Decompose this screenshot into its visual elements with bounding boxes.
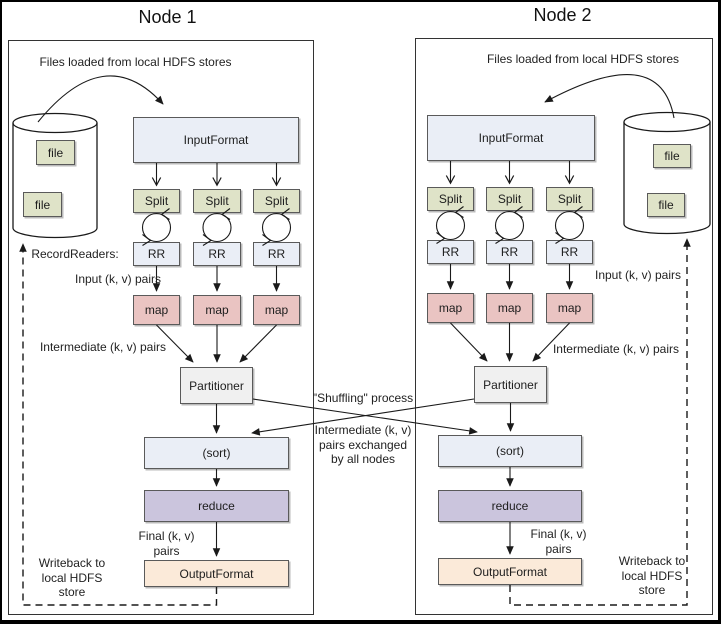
node1-reduce-box: reduce (144, 490, 289, 522)
node1-intermediate-pairs-label: Intermediate (k, v) pairs (39, 340, 167, 354)
node2-map-box: map (427, 293, 474, 323)
node2-final-pairs-label: Final (k, v) pairs (530, 527, 587, 556)
shuffling-process-label: "Shuffling" process (312, 391, 414, 405)
node1-writeback-label: Writeback to local HDFS store (38, 556, 106, 600)
node2-split-box: Split (427, 187, 474, 211)
node2-panel (415, 38, 713, 615)
node1-split-box: Split (193, 189, 241, 213)
pairs-exchanged-label: Intermediate (k, v) pairs exchanged by a… (314, 423, 412, 467)
node1-map-box: map (133, 295, 180, 325)
node2-file-box: file (653, 144, 691, 168)
node2-files-loaded-label: Files loaded from local HDFS stores (486, 52, 680, 66)
node1-inputformat-box: InputFormat (133, 117, 299, 163)
node1-rr-box: RR (193, 242, 241, 266)
node2-rr-box: RR (486, 240, 533, 264)
node2-map-box: map (546, 293, 593, 323)
node1-recordreaders-label: RecordReaders: (31, 247, 119, 261)
node2-writeback-label: Writeback to local HDFS store (618, 554, 686, 598)
node1-rr-box: RR (133, 242, 180, 266)
node1-file-box: file (36, 140, 75, 165)
node1-file-box: file (23, 192, 62, 217)
node2-rr-box: RR (427, 240, 474, 264)
node2-map-box: map (486, 293, 533, 323)
node2-reduce-box: reduce (438, 490, 582, 522)
node2-outputformat-box: OutputFormat (438, 558, 582, 585)
node1-outputformat-box: OutputFormat (144, 560, 289, 587)
node1-final-pairs-label: Final (k, v) pairs (138, 529, 195, 558)
node1-input-pairs-label: Input (k, v) pairs (74, 272, 162, 286)
node1-sort-box: (sort) (144, 437, 289, 469)
node1-panel (8, 40, 314, 615)
node1-map-box: map (193, 295, 241, 325)
node1-files-loaded-label: Files loaded from local HDFS stores (39, 55, 232, 69)
node2-split-box: Split (546, 187, 593, 211)
node1-map-box: map (253, 295, 300, 325)
node2-input-pairs-label: Input (k, v) pairs (594, 268, 682, 282)
node1-split-box: Split (253, 189, 300, 213)
node1-split-box: Split (133, 189, 180, 213)
node2-split-box: Split (486, 187, 533, 211)
node1-title: Node 1 (138, 7, 197, 27)
node2-rr-box: RR (546, 240, 593, 264)
node2-partitioner-box: Partitioner (474, 366, 547, 403)
node1-partitioner-box: Partitioner (180, 367, 253, 404)
node2-intermediate-pairs-label: Intermediate (k, v) pairs (552, 342, 680, 356)
node2-title: Node 2 (533, 5, 592, 25)
node2-sort-box: (sort) (438, 435, 582, 467)
node1-rr-box: RR (253, 242, 300, 266)
node2-inputformat-box: InputFormat (427, 115, 595, 161)
node2-file-box: file (647, 193, 685, 217)
